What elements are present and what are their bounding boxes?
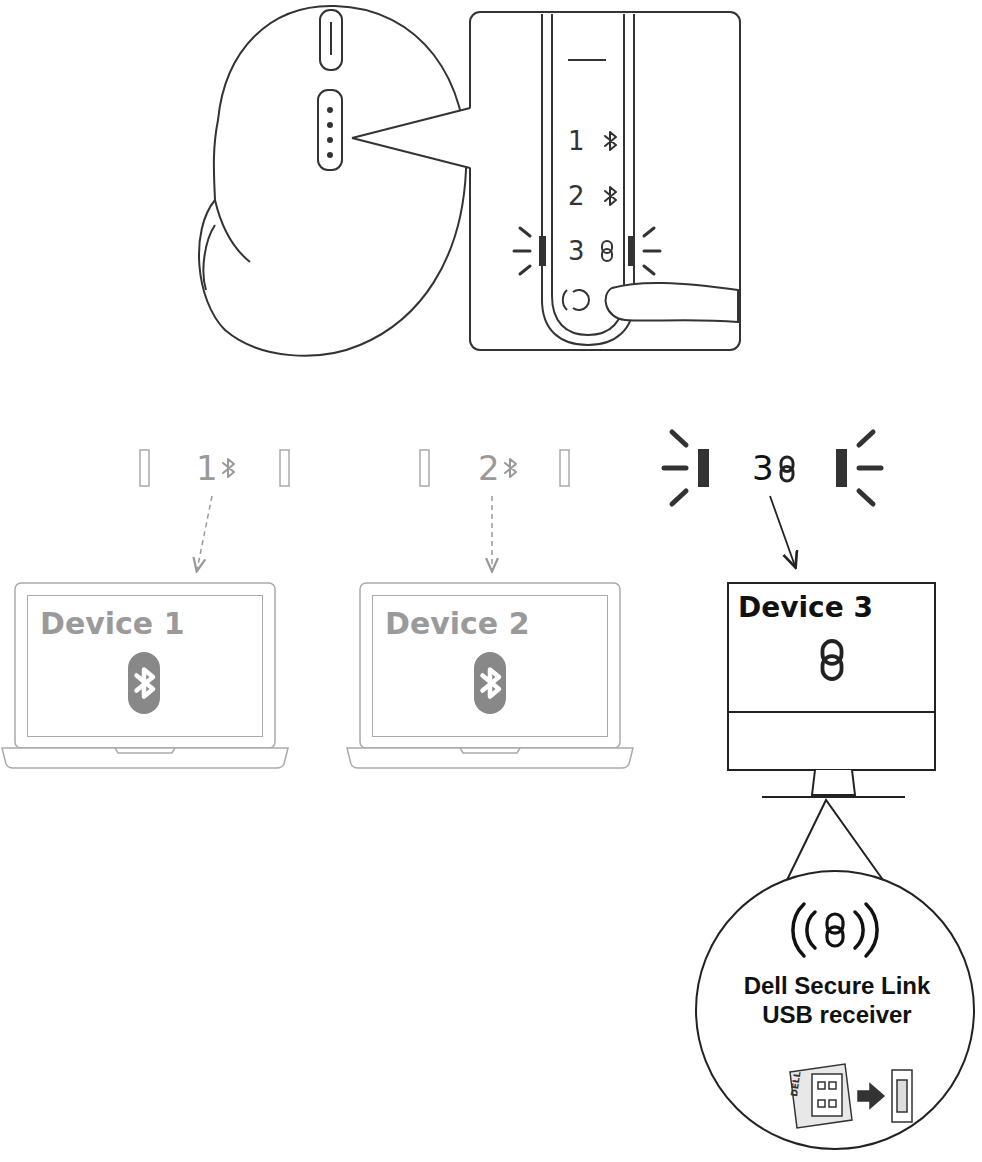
panel-indicator [514,228,660,274]
zoom-panel [352,12,740,350]
node-text: Device 2 [385,606,595,642]
node-text: Device 1 [40,606,250,642]
channel-icons [602,132,616,261]
receiver-icon [793,904,877,956]
laptop [2,583,288,768]
monitor-screen: Device 3 [728,583,935,712]
indicator-row [140,432,881,570]
node-text: Dell Secure Link USB receiver [729,972,945,1030]
brand-mark: DELL [790,1071,802,1097]
laptop-screen: Device 1 [27,595,263,737]
desktop-monitor [728,583,935,880]
channel-number: 3 [568,238,585,264]
channel-number: 3 [752,451,774,485]
usb-receiver [790,1064,912,1128]
channel-number: 1 [568,128,585,154]
channel-number: 1 [196,451,218,485]
channel-number: 2 [568,183,585,209]
channel-number: 2 [478,451,500,485]
node-text: Device 3 [738,591,925,625]
mouse [199,6,466,356]
laptop-screen: Device 2 [372,595,608,737]
callout-circle: Dell Secure Link USB receiver [695,870,975,1150]
switch-button [563,283,738,322]
laptop [347,583,633,768]
